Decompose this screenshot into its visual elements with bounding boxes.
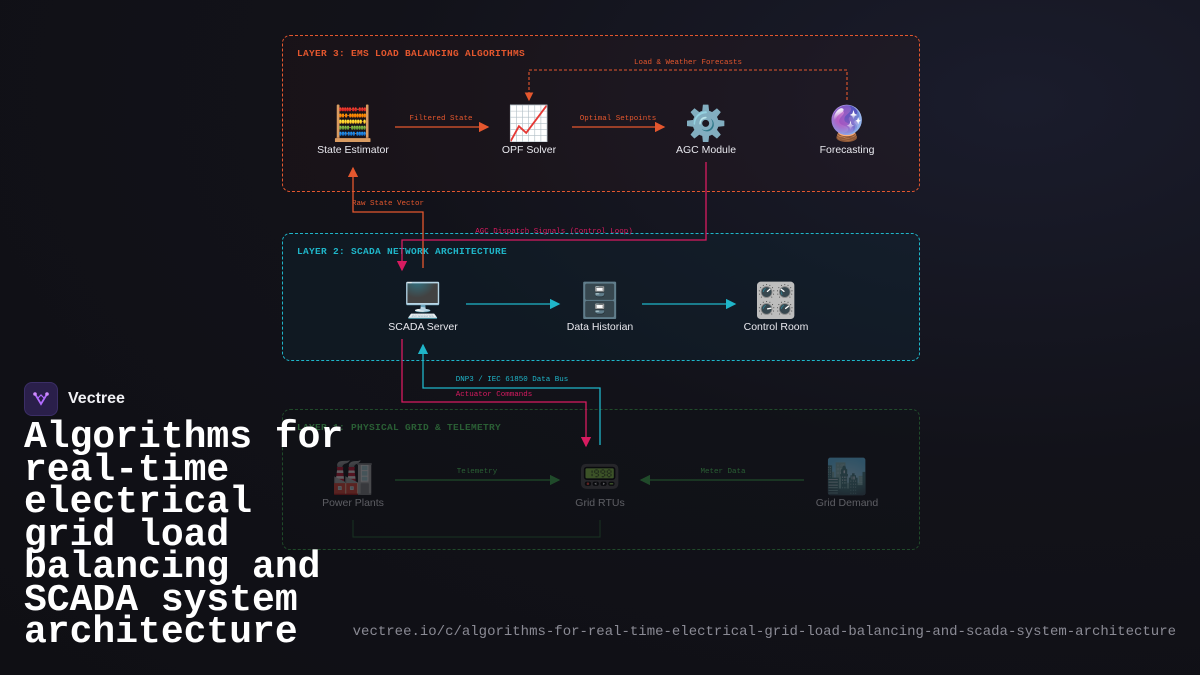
node-control-room[interactable]: 🎛️ Control Room	[721, 281, 831, 333]
node-power-plants[interactable]: 🏭 Power Plants	[298, 457, 408, 509]
edge-raw-state-label: Raw State Vector	[352, 200, 424, 208]
node-scada-server[interactable]: 🖥️ SCADA Server	[368, 281, 478, 333]
layer-2-title: LAYER 2: SCADA NETWORK ARCHITECTURE	[297, 246, 508, 257]
node-label: OPF Solver	[501, 144, 557, 156]
page-title: Algorithms for real-time electrical grid…	[24, 416, 344, 654]
abacus-icon: 🧮	[331, 105, 375, 143]
vectree-logo-icon	[24, 382, 58, 416]
node-forecasting[interactable]: 🔮 Forecasting	[792, 104, 902, 156]
node-label: State Estimator	[317, 144, 389, 156]
factory-icon: 🏭	[331, 458, 375, 496]
cityscape-icon: 🏙️	[825, 458, 869, 496]
node-label: Forecasting	[819, 144, 875, 156]
control-knobs-icon: 🎛️	[754, 282, 798, 320]
node-label: Power Plants	[322, 497, 384, 509]
node-state-estimator[interactable]: 🧮 State Estimator	[298, 104, 408, 156]
brand-name: Vectree	[68, 390, 125, 407]
crystal-ball-icon: 🔮	[825, 105, 869, 143]
node-label: AGC Module	[675, 144, 737, 156]
layer-1-box: LAYER 1: PHYSICAL GRID & TELEMETRY	[282, 409, 920, 550]
layer-3-title: LAYER 3: EMS LOAD BALANCING ALGORITHMS	[297, 48, 526, 59]
node-agc-module[interactable]: ⚙️ AGC Module	[651, 104, 761, 156]
node-grid-rtus[interactable]: 📟 Grid RTUs	[545, 457, 655, 509]
node-grid-demand[interactable]: 🏙️ Grid Demand	[792, 457, 902, 509]
desktop-computer-icon: 🖥️	[401, 282, 445, 320]
node-label: Control Room	[743, 321, 809, 333]
node-label: Grid RTUs	[575, 497, 625, 509]
file-cabinet-icon: 🗄️	[578, 282, 622, 320]
layer-1-title: LAYER 1: PHYSICAL GRID & TELEMETRY	[297, 422, 502, 433]
node-label: Data Historian	[566, 321, 634, 333]
edge-dnp3-label: DNP3 / IEC 61850 Data Bus	[456, 376, 569, 384]
node-label: Grid Demand	[815, 497, 879, 509]
pager-icon: 📟	[578, 458, 622, 496]
chart-increasing-icon: 📈	[507, 105, 551, 143]
brand: Vectree	[24, 382, 125, 416]
node-opf-solver[interactable]: 📈 OPF Solver	[474, 104, 584, 156]
edge-actuator-label: Actuator Commands	[456, 391, 533, 399]
node-data-historian[interactable]: 🗄️ Data Historian	[545, 281, 655, 333]
gear-icon: ⚙️	[684, 105, 728, 143]
node-label: SCADA Server	[388, 321, 458, 333]
page-url[interactable]: vectree.io/c/algorithms-for-real-time-el…	[352, 624, 1176, 640]
